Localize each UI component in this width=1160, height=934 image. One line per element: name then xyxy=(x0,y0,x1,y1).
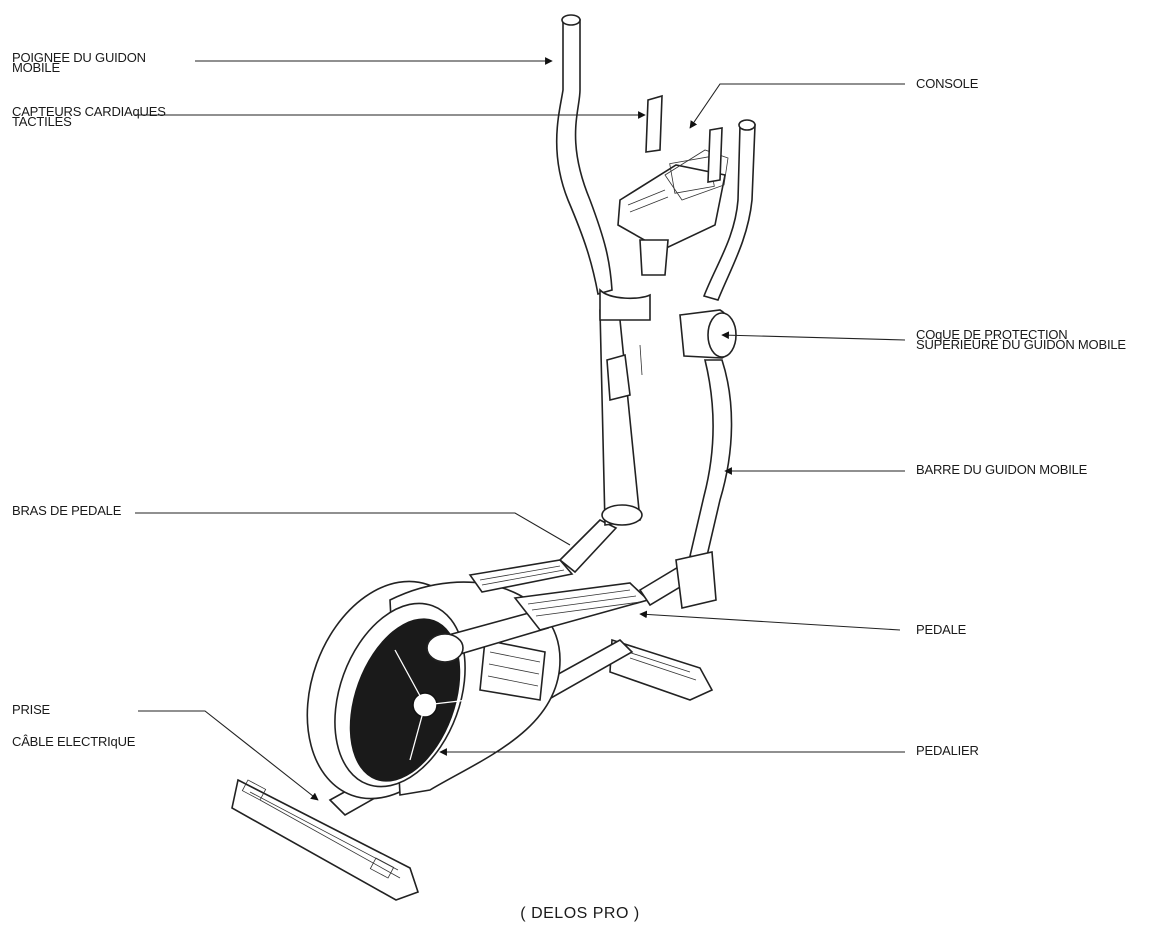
label-pedal-arm: BRAS DE PEDALE xyxy=(12,503,122,518)
leader-lines xyxy=(135,57,906,801)
label-power-socket: PRISE xyxy=(12,702,51,717)
label-crank: PEDALIER xyxy=(916,743,979,758)
elliptical-machine-illustration xyxy=(231,14,756,901)
label-handle-grip: POIGNEE DU GUIDON MOBILE xyxy=(12,51,146,74)
label-handle-grip-line2: MOBILE xyxy=(12,60,60,75)
label-pedal: PEDALE xyxy=(916,622,967,637)
label-power-cable: CÂBLE ELECTRIqUE xyxy=(12,734,136,749)
model-caption: ( DELOS PRO ) xyxy=(520,905,640,922)
label-pulse-sensors-line2: TACTILES xyxy=(12,114,72,129)
label-pulse-sensors: CAPTEURS CARDIAqUES TACTILES xyxy=(12,105,166,128)
label-handle-grip-line1: POIGNEE DU GUIDON xyxy=(12,50,146,65)
label-pulse-sensors-line1: CAPTEURS CARDIAqUES xyxy=(12,104,166,119)
label-protective-cap-line1: COqUE DE PROTECTION xyxy=(916,327,1068,342)
label-protective-cap: COqUE DE PROTECTION SUPERIEURE DU GUIDON… xyxy=(916,328,1126,351)
label-console: CONSOLE xyxy=(916,76,979,91)
label-protective-cap-line2: SUPERIEURE DU GUIDON MOBILE xyxy=(916,337,1126,352)
label-handle-bar: BARRE DU GUIDON MOBILE xyxy=(916,462,1088,477)
